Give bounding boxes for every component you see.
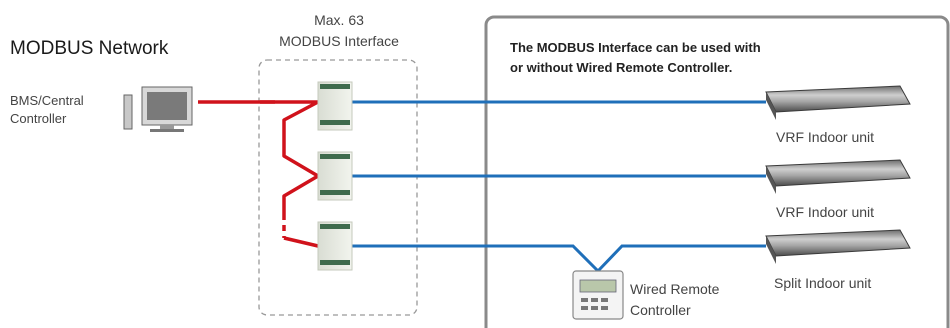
unit-label-1: VRF Indoor unit — [776, 129, 875, 145]
compatibility-note: The MODBUS Interface can be used with or… — [510, 38, 761, 78]
remote-label-line-2: Controller — [630, 302, 691, 318]
interface-header-line-2: MODBUS Interface — [279, 33, 399, 49]
remote-label-line-1: Wired Remote — [630, 281, 720, 297]
modbus-interface-module-3 — [317, 221, 353, 271]
indoor-unit-icon-3 — [765, 229, 911, 264]
network-title: MODBUS Network — [10, 38, 169, 59]
note-line-2: or without Wired Remote Controller. — [510, 60, 733, 75]
interface-group-dashed-box — [258, 59, 418, 316]
interface-header: Max. 63 MODBUS Interface — [258, 10, 420, 52]
remote-label: Wired Remote Controller — [630, 279, 719, 321]
unit-label-2: VRF Indoor unit — [776, 204, 875, 220]
remote-controller-icon — [572, 270, 624, 320]
unit-link-line-3 — [352, 244, 766, 274]
note-line-1: The MODBUS Interface can be used with — [510, 40, 761, 55]
modbus-interface-module-2 — [317, 151, 353, 201]
indoor-unit-icon-1 — [765, 85, 911, 120]
modbus-line — [198, 100, 320, 214]
bms-label-line-1: BMS/Central — [10, 93, 84, 108]
unit-label-3: Split Indoor unit — [774, 275, 872, 291]
interface-header-line-1: Max. 63 — [314, 12, 364, 28]
indoor-unit-icon-2 — [765, 159, 911, 194]
modbus-interface-module-1 — [317, 81, 353, 131]
modbus-line-end — [283, 236, 319, 248]
bms-label: BMS/Central Controller — [10, 92, 84, 128]
bms-label-line-2: Controller — [10, 111, 67, 126]
computer-icon — [123, 86, 193, 132]
